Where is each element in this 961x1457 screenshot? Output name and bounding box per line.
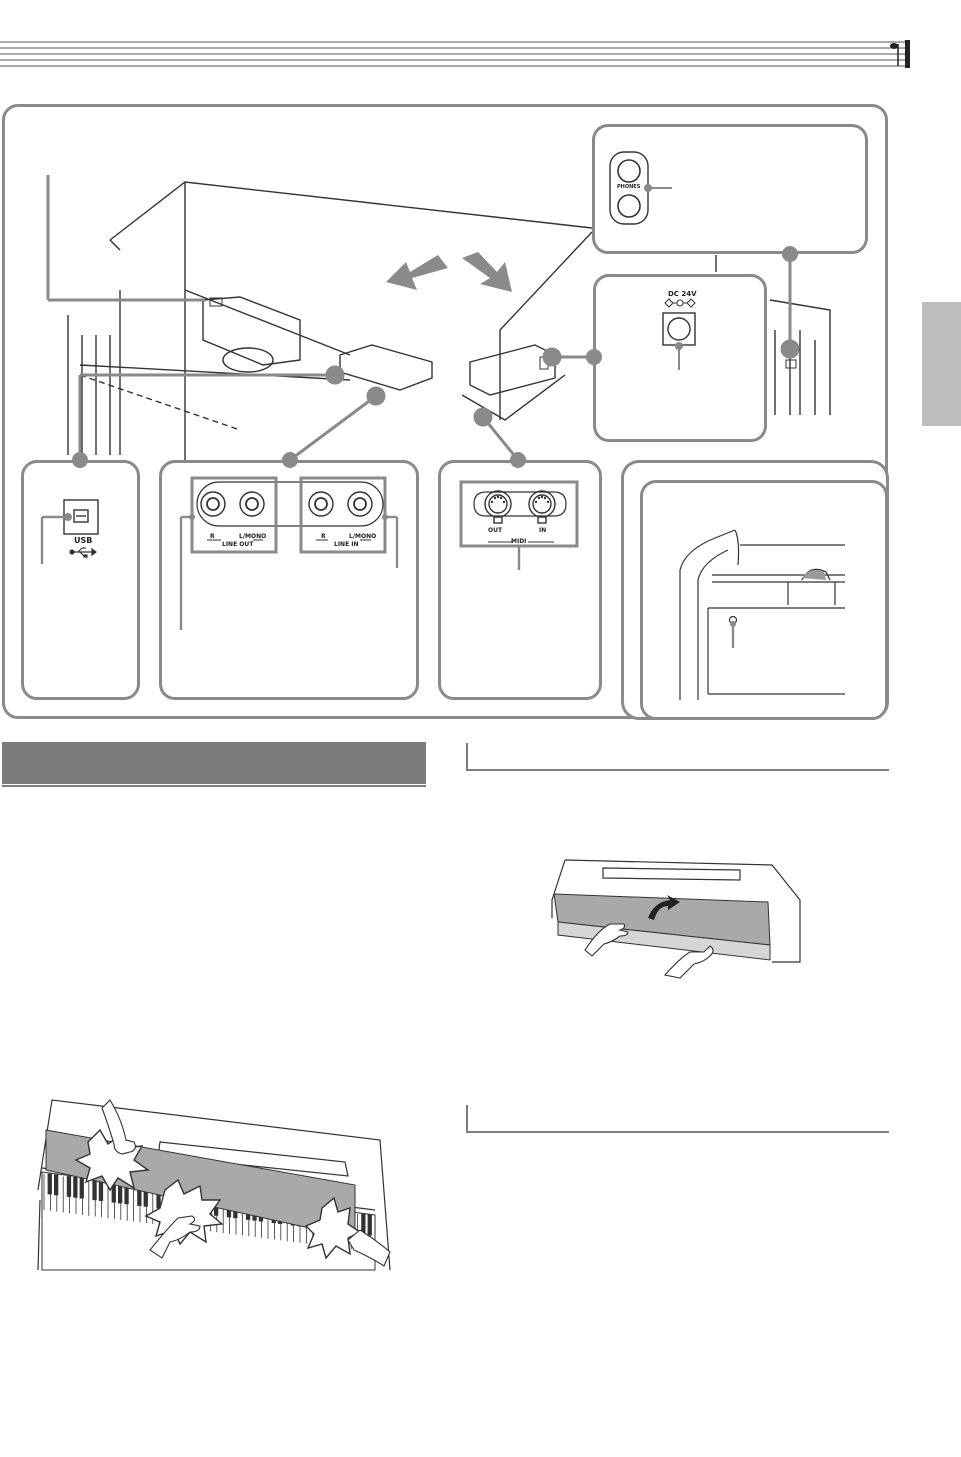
dc-polarity-icon bbox=[664, 298, 696, 308]
midi-caption: MIDI bbox=[511, 538, 526, 545]
line-out-lmono: L/MONO bbox=[239, 533, 266, 540]
line-out-r: R bbox=[210, 533, 215, 540]
subheading-1 bbox=[466, 743, 889, 771]
phones-callout-dot bbox=[782, 246, 798, 262]
keyboard-lid-illustration bbox=[30, 1090, 400, 1275]
midi-jacks bbox=[438, 460, 602, 570]
lid-open-illustration bbox=[540, 840, 810, 980]
usb-label: USB bbox=[74, 536, 92, 545]
usb-port bbox=[38, 498, 102, 568]
section-heading-bar bbox=[2, 742, 426, 784]
line-in-caption: LINE IN bbox=[334, 541, 359, 548]
arrow-icon bbox=[386, 252, 512, 292]
usb-panel bbox=[21, 460, 140, 700]
midi-out-label: OUT bbox=[488, 527, 502, 534]
line-in-lmono: L/MONO bbox=[349, 533, 376, 540]
dc-callout-dot bbox=[586, 349, 602, 365]
subheading-2 bbox=[466, 1105, 889, 1133]
dc-jack bbox=[662, 312, 698, 372]
midi-in-label: IN bbox=[539, 527, 546, 534]
usb-callout-dot bbox=[72, 452, 88, 468]
power-lamp-illustration bbox=[640, 480, 888, 720]
usb-icon bbox=[70, 547, 96, 557]
line-in-r: R bbox=[321, 533, 326, 540]
section-heading-underline bbox=[2, 785, 426, 787]
phones-label: PHONES bbox=[617, 184, 640, 190]
line-jacks bbox=[159, 460, 419, 640]
dc-label: DC 24V bbox=[668, 290, 697, 298]
line-out-caption: LINE OUT bbox=[222, 541, 253, 548]
